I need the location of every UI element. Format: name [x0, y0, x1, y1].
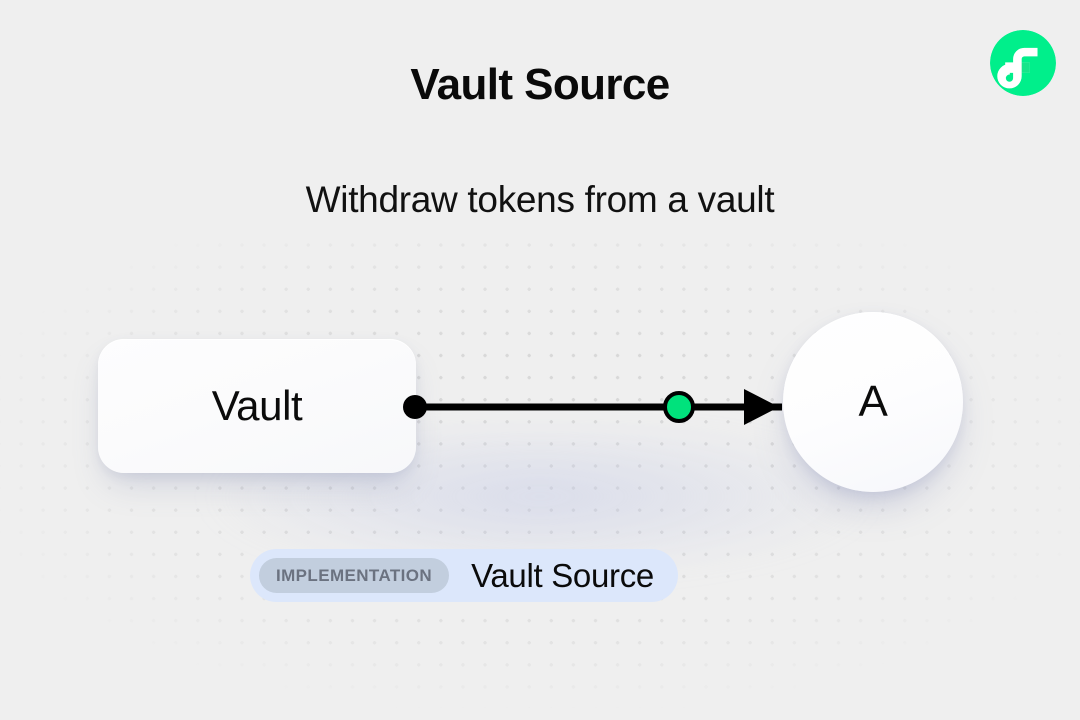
- implementation-tag: IMPLEMENTATION: [259, 558, 450, 593]
- node-vault-label: Vault: [211, 382, 303, 429]
- flow-logo-icon: [990, 30, 1056, 96]
- page-title: Vault Source: [410, 60, 670, 109]
- node-vault[interactable]: Vault: [98, 339, 416, 473]
- node-a[interactable]: A: [783, 312, 963, 492]
- implementation-name: Vault Source: [471, 556, 654, 594]
- edge-midpoint-dot[interactable]: [663, 391, 695, 423]
- implementation-badge[interactable]: IMPLEMENTATION Vault Source: [250, 549, 678, 602]
- page-subtitle: Withdraw tokens from a vault: [305, 179, 775, 220]
- node-a-label: A: [858, 377, 888, 426]
- implementation-tag-label: IMPLEMENTATION: [276, 565, 433, 585]
- edge-arrowhead-icon: [744, 389, 779, 425]
